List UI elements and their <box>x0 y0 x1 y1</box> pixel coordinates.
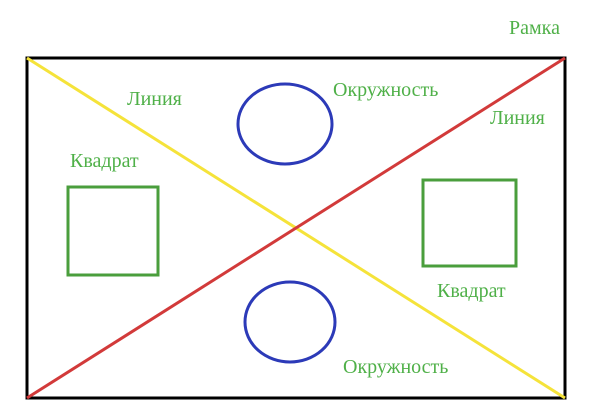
circle-label-top: Окружность <box>333 79 439 101</box>
line-label-right: Линия <box>490 107 545 129</box>
frame-label: Рамка <box>509 17 560 39</box>
left-square <box>66 185 160 277</box>
line-label-left: Линия <box>127 88 182 110</box>
square-label-left: Квадрат <box>70 150 139 172</box>
top-circle <box>236 82 334 166</box>
frame-rectangle <box>25 56 567 400</box>
right-square <box>421 178 518 268</box>
bottom-circle <box>243 280 337 364</box>
red-diagonal-line <box>26 56 566 400</box>
square-label-right: Квадрат <box>437 280 506 302</box>
circle-label-bottom: Окружность <box>343 356 449 378</box>
